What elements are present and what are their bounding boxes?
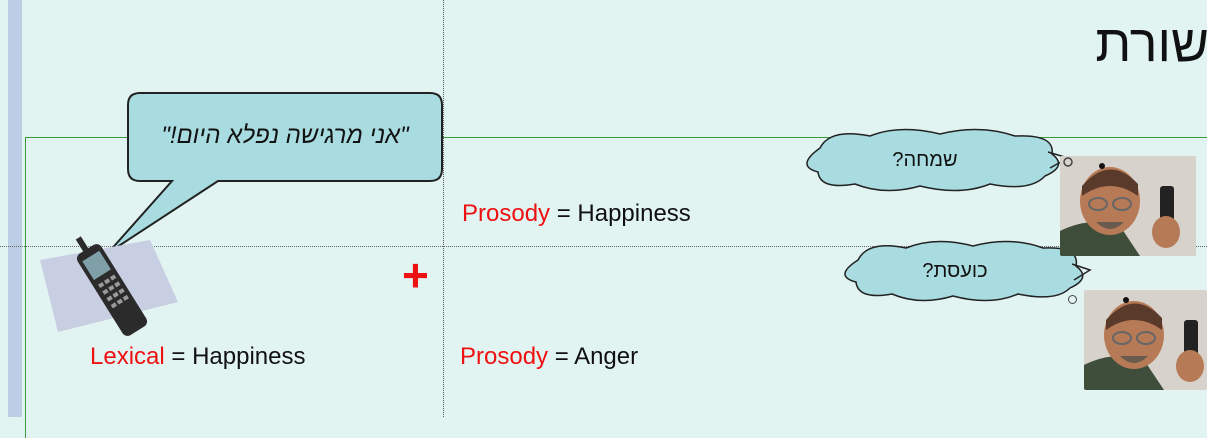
thought-cloud-bottom-text: כועסת? [922, 260, 988, 282]
vertical-divider [443, 0, 444, 417]
speech-bubble-text: "אני מרגישה נפלא היום!" [161, 122, 409, 149]
prosody-anger-label: Prosody = Anger [460, 343, 639, 370]
photo-handle-icon [1068, 295, 1077, 304]
slide-left-accent-bar [8, 0, 22, 417]
slide-title: שורת [1095, 15, 1207, 73]
thought-cloud-top-text: שמחה? [892, 149, 958, 171]
lexical-happiness-label: Lexical = Happiness [90, 343, 306, 370]
content-frame [25, 137, 1207, 438]
mobile-phone-icon [40, 236, 178, 336]
man-on-phone-photo-bottom [1084, 290, 1207, 390]
horizontal-divider [0, 246, 1207, 247]
man-on-phone-photo-top [1060, 156, 1196, 256]
prosody-happiness-label: Prosody = Happiness [462, 200, 691, 227]
speech-bubble-shape [107, 92, 443, 254]
plus-sign: + [402, 249, 429, 301]
thought-cloud-bottom [844, 240, 1092, 302]
